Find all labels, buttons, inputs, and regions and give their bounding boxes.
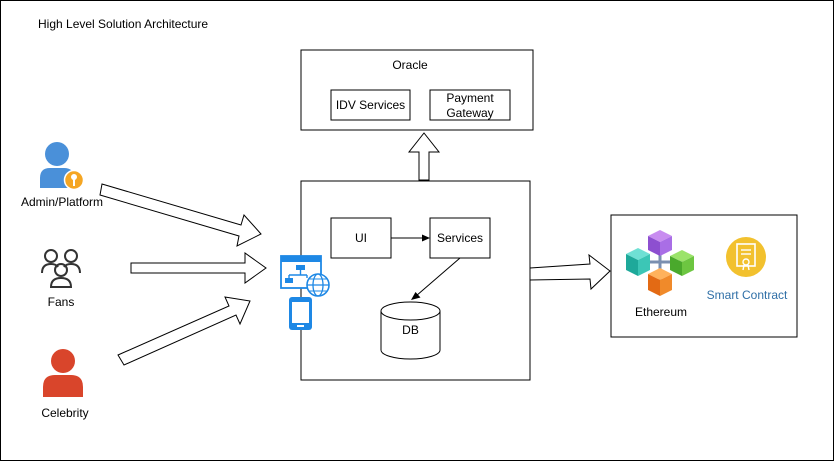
oracle-label: Oracle [392, 58, 428, 72]
oracle-group: Oracle IDV Services Payment Gateway [300, 49, 534, 131]
celebrity-label: Celebrity [41, 406, 88, 420]
connector-services-db [415, 257, 461, 297]
web-app-icon [280, 255, 330, 297]
connector-services-db-head [411, 292, 421, 300]
arrow-admin-to-app [99, 183, 262, 247]
idv-services-box [330, 89, 411, 121]
blockchain-group: Ethereum Smart Contract [610, 214, 798, 338]
payment-gateway-box [429, 89, 511, 121]
payment-gateway-label-line1: Payment [446, 91, 494, 105]
payment-gateway-label-line2: Gateway [446, 106, 493, 120]
arrow-app-to-oracle [407, 132, 441, 181]
ethereum-label: Ethereum [635, 305, 687, 319]
mobile-device-icon [289, 297, 312, 330]
ui-box [330, 217, 392, 259]
db-cylinder [380, 301, 441, 360]
fans-label: Fans [48, 295, 75, 309]
users-group-icon [41, 249, 81, 288]
ethereum-blocks-icon [626, 230, 694, 296]
connector-ui-services-head [422, 234, 430, 242]
smart-contract-label: Smart Contract [707, 288, 788, 302]
certificate-badge-icon [726, 237, 766, 277]
admin-user-key-icon [40, 142, 85, 191]
diagram-title: High Level Solution Architecture [38, 17, 208, 31]
blockchain-box [610, 214, 798, 338]
db-label: DB [402, 323, 419, 337]
admin-label: Admin/Platform [21, 195, 103, 209]
ui-label: UI [355, 231, 367, 245]
app-group: UI Services DB [300, 180, 531, 381]
arrow-app-to-blockchain [529, 253, 611, 291]
user-icon [43, 349, 83, 397]
arrow-fans-to-app [130, 252, 267, 284]
idv-services-label: IDV Services [336, 98, 405, 112]
services-label: Services [437, 231, 483, 245]
arrow-celebrity-to-app [117, 296, 251, 366]
services-box [429, 217, 491, 259]
